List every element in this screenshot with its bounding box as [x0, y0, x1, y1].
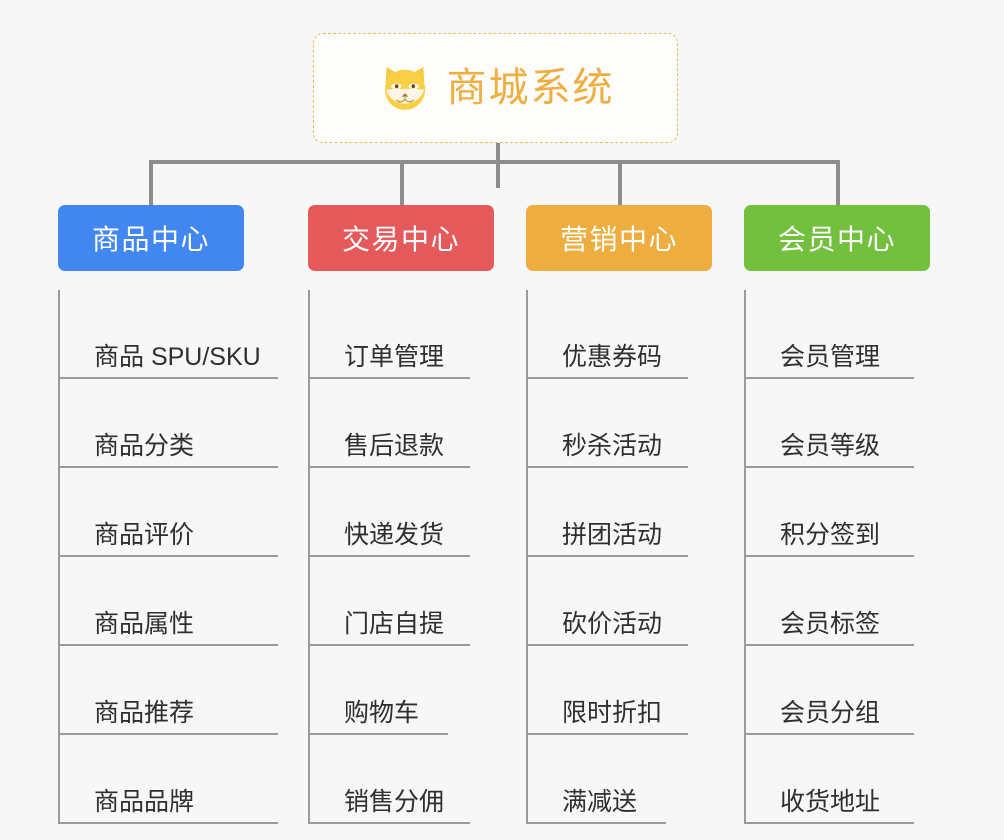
branch-header-3[interactable]: 营销中心 — [526, 205, 712, 271]
branch-product-center: 商品中心 商品 SPU/SKU 商品分类 商品评价 商品属性 商品推荐 商品品牌 — [58, 205, 306, 824]
leaf-label: 秒杀活动 — [562, 431, 663, 460]
branch-header-label-2: 交易中心 — [341, 224, 460, 255]
leaf-list-2: 订单管理 售后退款 快递发货 门店自提 购物车 销售分佣 — [308, 290, 526, 824]
leaf-label: 商品分类 — [94, 431, 195, 460]
branch-header-4[interactable]: 会员中心 — [744, 205, 930, 271]
leaf-label: 快递发货 — [344, 520, 445, 549]
leaf-item[interactable]: 商品推荐 — [60, 646, 278, 735]
branch-header-1[interactable]: 商品中心 — [58, 205, 244, 271]
connector-bus — [149, 160, 839, 164]
shiba-dog-face-icon — [377, 60, 433, 116]
leaf-label: 购物车 — [344, 698, 420, 727]
leaf-list-3: 优惠券码 秒杀活动 拼团活动 砍价活动 限时折扣 满减送 — [526, 290, 744, 824]
leaf-item[interactable]: 商品 SPU/SKU — [60, 290, 278, 379]
leaf-label: 收货地址 — [780, 787, 881, 816]
leaf-label: 会员等级 — [780, 431, 881, 460]
leaf-item[interactable]: 会员管理 — [746, 290, 914, 379]
branch-header-2[interactable]: 交易中心 — [308, 205, 494, 271]
leaf-item[interactable]: 门店自提 — [310, 557, 470, 646]
root-title: 商城系统 — [446, 66, 615, 110]
leaf-label: 商品 SPU/SKU — [94, 342, 261, 371]
leaf-label: 满减送 — [562, 787, 638, 816]
leaf-item[interactable]: 订单管理 — [310, 290, 470, 379]
branch-member-center: 会员中心 会员管理 会员等级 积分签到 会员标签 会员分组 收货地址 — [744, 205, 962, 824]
leaf-label: 商品推荐 — [94, 698, 195, 727]
branch-marketing-center: 营销中心 优惠券码 秒杀活动 拼团活动 砍价活动 限时折扣 满减送 — [526, 205, 744, 824]
leaf-item[interactable]: 积分签到 — [746, 468, 914, 557]
connector-drop-1 — [149, 160, 153, 208]
leaf-label: 限时折扣 — [562, 698, 663, 727]
leaf-label: 会员标签 — [780, 609, 881, 638]
connector-drop-3 — [618, 160, 622, 208]
branch-trade-center: 交易中心 订单管理 售后退款 快递发货 门店自提 购物车 销售分佣 — [308, 205, 526, 824]
leaf-item[interactable]: 商品品牌 — [60, 735, 278, 824]
branch-header-label-3: 营销中心 — [559, 224, 678, 255]
leaf-label: 商品品牌 — [94, 787, 195, 816]
leaf-item[interactable]: 秒杀活动 — [528, 379, 688, 468]
leaf-label: 商品属性 — [94, 609, 195, 638]
branch-header-label-1: 商品中心 — [91, 224, 210, 255]
leaf-label: 积分签到 — [780, 520, 881, 549]
leaf-label: 会员管理 — [780, 342, 881, 371]
leaf-item[interactable]: 拼团活动 — [528, 468, 688, 557]
leaf-label: 砍价活动 — [562, 609, 663, 638]
leaf-item[interactable]: 快递发货 — [310, 468, 470, 557]
leaf-label: 订单管理 — [344, 342, 445, 371]
leaf-label: 优惠券码 — [562, 342, 663, 371]
leaf-label: 销售分佣 — [344, 787, 445, 816]
leaf-item[interactable]: 收货地址 — [746, 735, 914, 824]
leaf-item[interactable]: 销售分佣 — [310, 735, 470, 824]
leaf-item[interactable]: 优惠券码 — [528, 290, 688, 379]
connector-drop-2 — [400, 160, 404, 208]
leaf-list-4: 会员管理 会员等级 积分签到 会员标签 会员分组 收货地址 — [744, 290, 962, 824]
leaf-item[interactable]: 购物车 — [310, 646, 448, 735]
leaf-item[interactable]: 会员等级 — [746, 379, 914, 468]
connector-stem — [496, 143, 500, 188]
connector-drop-4 — [836, 160, 840, 208]
leaf-item[interactable]: 会员分组 — [746, 646, 914, 735]
leaf-item[interactable]: 商品分类 — [60, 379, 278, 468]
leaf-item[interactable]: 限时折扣 — [528, 646, 688, 735]
leaf-list-1: 商品 SPU/SKU 商品分类 商品评价 商品属性 商品推荐 商品品牌 — [58, 290, 306, 824]
leaf-label: 商品评价 — [94, 520, 195, 549]
leaf-item[interactable]: 会员标签 — [746, 557, 914, 646]
leaf-item[interactable]: 商品属性 — [60, 557, 278, 646]
leaf-item[interactable]: 售后退款 — [310, 379, 470, 468]
leaf-item[interactable]: 砍价活动 — [528, 557, 688, 646]
branch-header-label-4: 会员中心 — [777, 224, 896, 255]
leaf-label: 会员分组 — [780, 698, 881, 727]
leaf-item[interactable]: 商品评价 — [60, 468, 278, 557]
leaf-label: 门店自提 — [344, 609, 445, 638]
root-node[interactable]: 商城系统 — [313, 33, 678, 143]
leaf-item[interactable]: 满减送 — [528, 735, 666, 824]
leaf-label: 拼团活动 — [562, 520, 663, 549]
leaf-label: 售后退款 — [344, 431, 445, 460]
